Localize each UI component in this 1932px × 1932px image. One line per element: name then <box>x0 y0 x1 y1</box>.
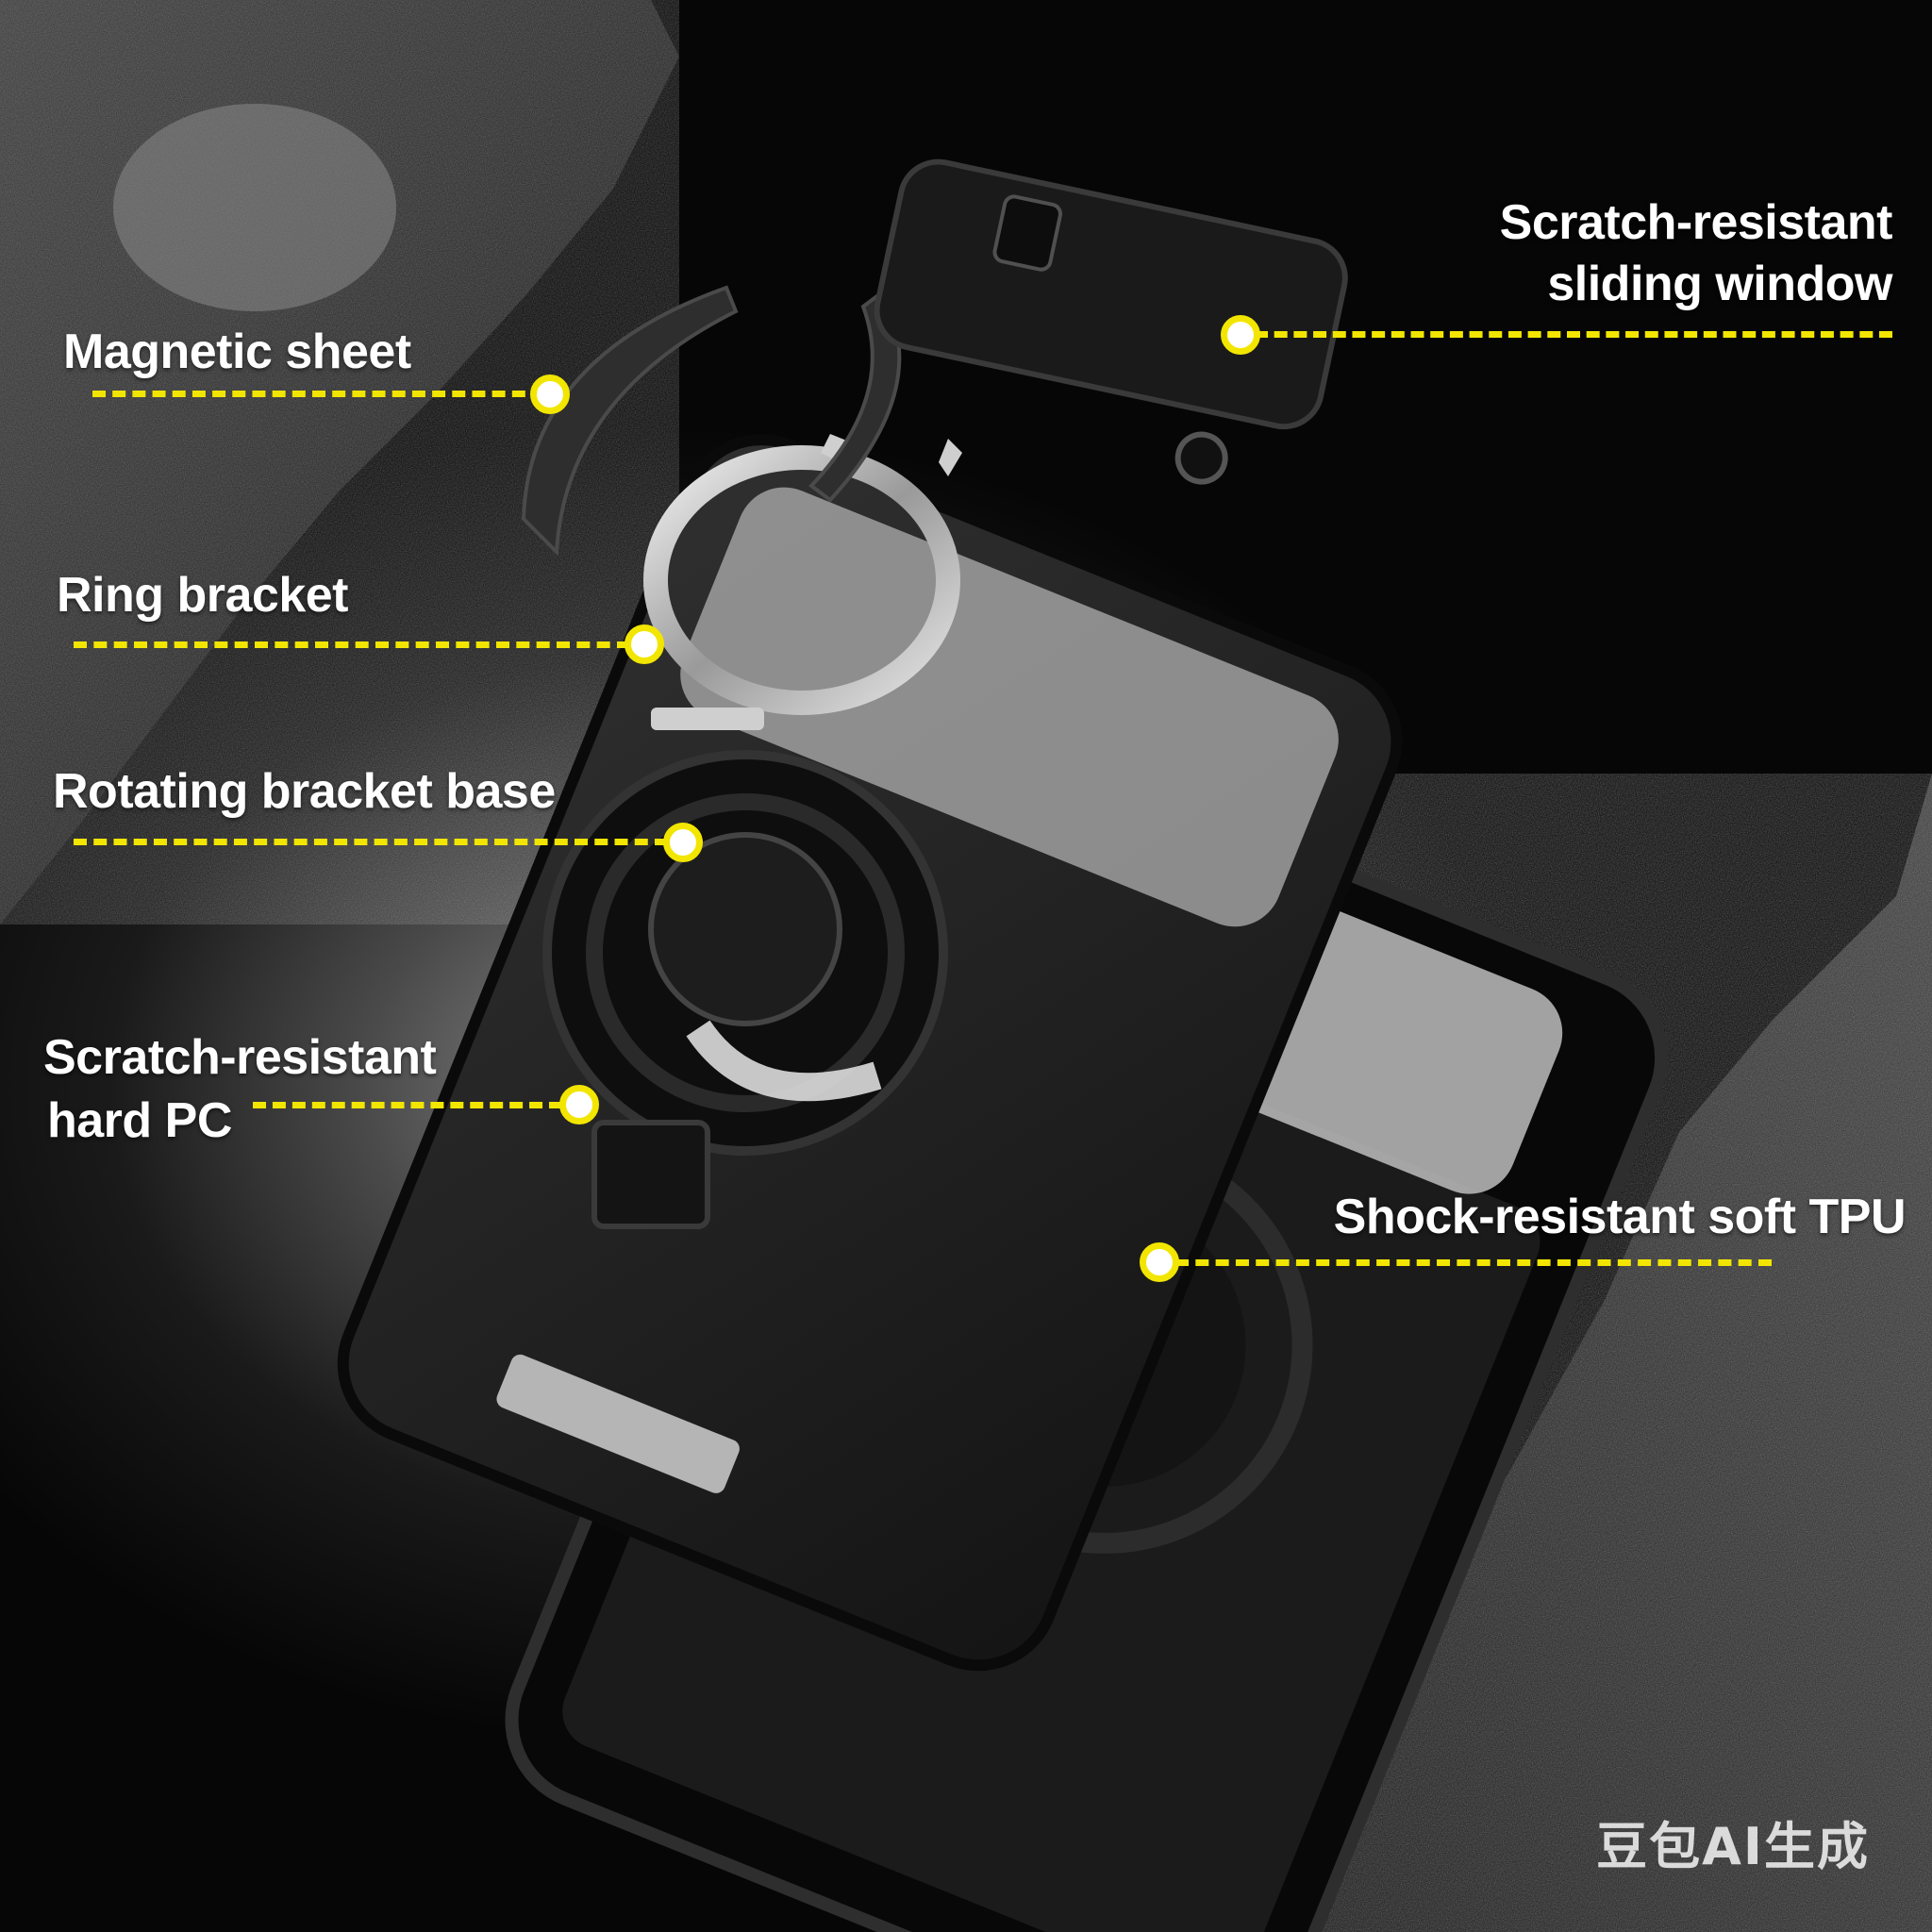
callout-leader-line <box>74 839 668 845</box>
callout-leader-line <box>1175 1259 1772 1266</box>
callout-leader-line <box>253 1102 562 1108</box>
callout-leader-line <box>1255 331 1892 338</box>
callout-marker-dot <box>625 625 664 664</box>
callout-label-sliding-window-line1: Scratch-resistant <box>1499 195 1893 250</box>
callout-marker-dot <box>1221 315 1260 355</box>
callout-leader-line <box>92 391 545 397</box>
callout-marker-dot <box>530 375 570 414</box>
callout-marker-dot <box>559 1085 599 1124</box>
callout-label-hard-pc-line2: hard PC <box>47 1093 232 1148</box>
callout-label-rotating-bracket-base: Rotating bracket base <box>53 764 556 819</box>
callout-marker-dot <box>1140 1242 1179 1282</box>
callout-label-sliding-window-line2: sliding window <box>1547 257 1892 311</box>
callout-label-ring-bracket: Ring bracket <box>57 568 348 623</box>
callout-label-magnetic-sheet: Magnetic sheet <box>63 325 411 379</box>
rotating-bracket-base <box>542 750 948 1229</box>
ring-bracket <box>643 434 962 730</box>
callout-marker-dot <box>663 823 703 862</box>
magnetic-sheet <box>521 285 739 557</box>
callout-label-hard-pc-line1: Scratch-resistant <box>43 1030 437 1085</box>
sliding-window <box>874 158 1348 485</box>
ai-generated-watermark: 豆包AI生成 <box>1596 1817 1870 1876</box>
callout-label-soft-tpu: Shock-resistant soft TPU <box>1333 1190 1907 1244</box>
callout-leader-line <box>74 641 630 648</box>
